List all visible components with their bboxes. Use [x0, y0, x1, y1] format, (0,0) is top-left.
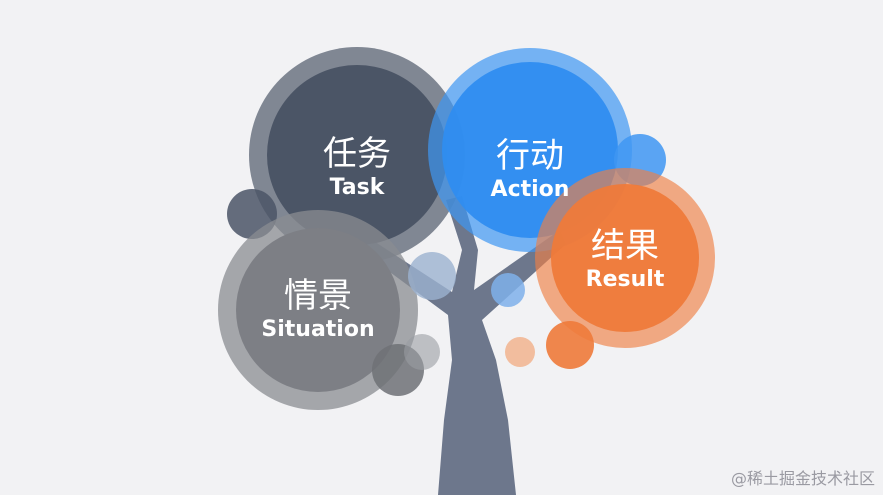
result-small-bubble: [546, 321, 594, 369]
result-label: 结果 Result: [586, 226, 665, 294]
watermark-text: @稀土掘金技术社区: [730, 469, 875, 488]
node-result: [505, 168, 715, 369]
action-label-en: Action: [490, 177, 570, 202]
result-tiny-bubble: [505, 337, 535, 367]
task-circle: [267, 65, 447, 245]
situation-circle: [236, 228, 400, 392]
task-label-en: Task: [329, 175, 385, 200]
task-label: 任务 Task: [323, 134, 391, 202]
node-situation: [218, 210, 440, 410]
result-label-cn: 结果: [591, 226, 659, 266]
situation-tiny-bubble: [404, 334, 440, 370]
mid-bubble: [408, 252, 456, 300]
blue-small-bubble: [491, 273, 525, 307]
situation-label-cn: 情景: [284, 276, 352, 316]
task-label-cn: 任务: [323, 134, 391, 174]
situation-label-en: Situation: [261, 317, 375, 342]
action-label-cn: 行动: [496, 136, 564, 176]
situation-label: 情景 Situation: [261, 276, 374, 344]
result-circle: [551, 184, 699, 332]
node-task: [227, 47, 465, 263]
action-label: 行动 Action: [491, 136, 570, 204]
result-label-en: Result: [585, 267, 665, 292]
